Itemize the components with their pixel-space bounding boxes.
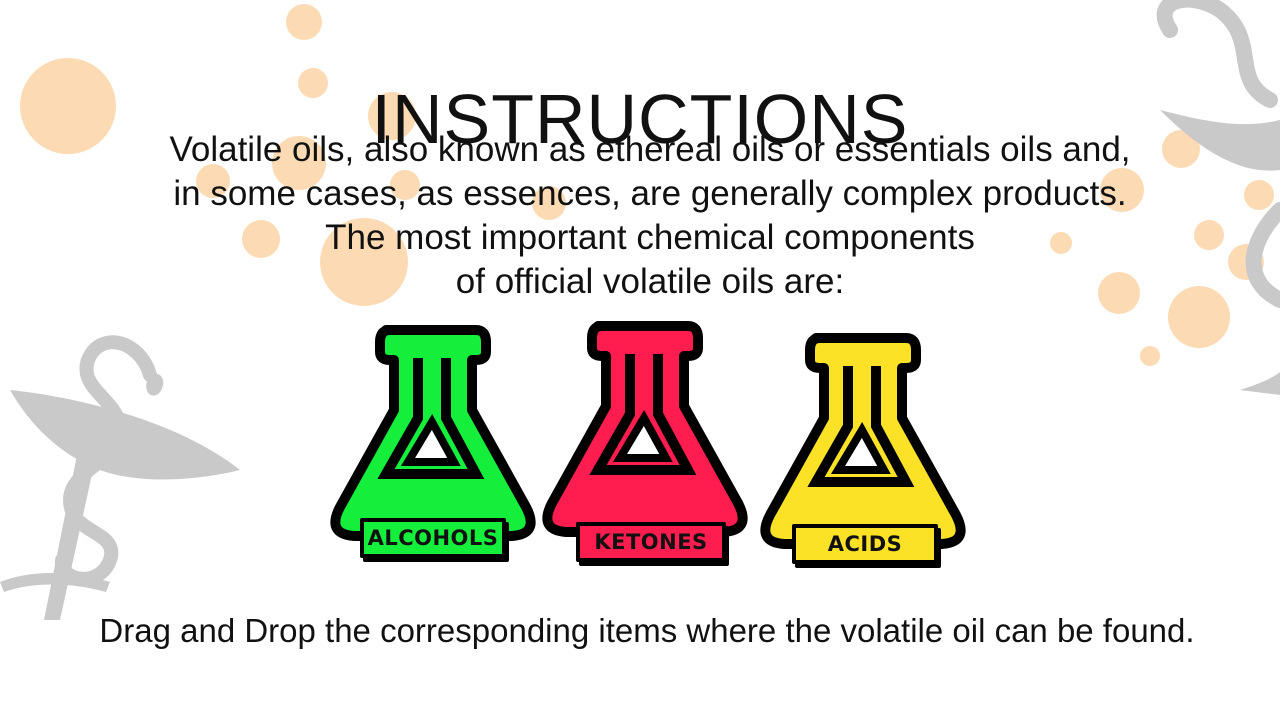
bubble bbox=[1244, 180, 1274, 210]
intro-line: in some cases, as essences, are generall… bbox=[173, 174, 1127, 213]
intro-line: The most important chemical components bbox=[325, 218, 975, 257]
intro-line: of official volatile oils are: bbox=[455, 262, 845, 301]
flask-label-acids: ACIDS bbox=[792, 524, 938, 564]
page-title: INSTRUCTIONS bbox=[371, 79, 909, 158]
flask-label-alcohols: ALCOHOLS bbox=[360, 518, 506, 558]
intro-text: Volatile oils, also known as ethereal oi… bbox=[120, 128, 1180, 304]
flask-icon bbox=[330, 325, 536, 541]
flask-alcohols: ALCOHOLS bbox=[326, 322, 556, 558]
bubble bbox=[1194, 220, 1224, 250]
instruction-footer: Drag and Drop the corresponding items wh… bbox=[99, 612, 1195, 649]
bubble bbox=[1140, 346, 1160, 366]
bubble bbox=[286, 4, 322, 40]
flask-acids: ACIDS bbox=[756, 330, 986, 564]
caduceus-snake-bowl-icon bbox=[0, 335, 240, 620]
flask-icon bbox=[542, 321, 748, 537]
bubble bbox=[1228, 244, 1264, 280]
flask-ketones: KETONES bbox=[538, 318, 768, 562]
flask-label-ketones: KETONES bbox=[576, 522, 726, 562]
intro-line: Volatile oils, also known as ethereal oi… bbox=[169, 130, 1131, 169]
